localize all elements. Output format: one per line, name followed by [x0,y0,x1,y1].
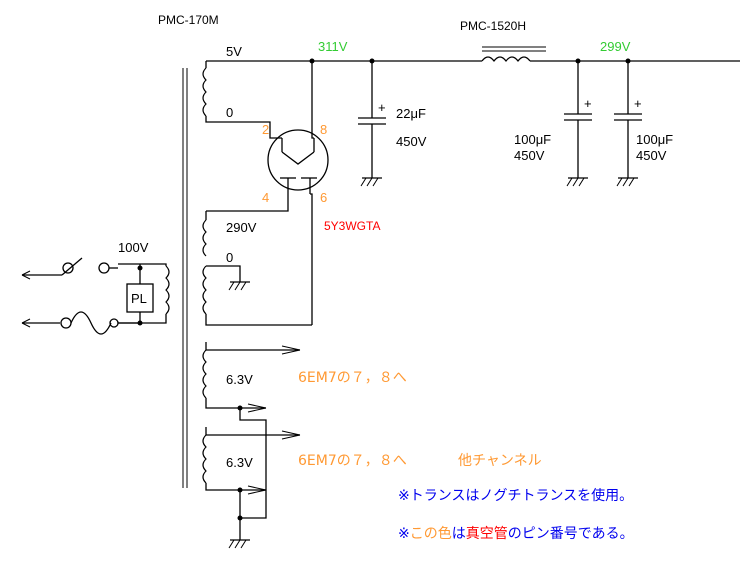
note-pin-colors: ※この色は真空管のピン番号である。 [398,525,634,542]
c2-value: 100μF [514,132,551,147]
pilot-lamp-label: PL [131,291,147,306]
junction-dot [237,487,243,493]
rectifier-tube [267,129,329,194]
ground-symbol [228,281,250,291]
tap-0b-label: 0 [226,250,233,265]
tube-label: 5Y3WGTA [324,219,380,233]
ground-symbol [616,177,638,187]
power-switch [21,257,118,280]
b-plus-rail [206,46,740,62]
ground-symbol [360,177,382,187]
winding-heater-2 [202,427,300,491]
c3-value: 100μF [636,132,673,147]
fuse [21,311,140,335]
tap-5v-label: 5V [226,44,242,59]
c2-plus: + [584,96,592,111]
b-plus-1-voltage: 311V [318,39,348,54]
note-2-mid: は [452,526,466,542]
pin-6-label: 6 [320,190,327,205]
c1-voltage: 450V [396,134,427,149]
ground-symbol [566,177,588,187]
capacitor-c3 [614,61,642,178]
junction-dot [237,515,243,521]
winding-5v [202,61,225,123]
winding-heater-1 [202,342,300,409]
heater-1-voltage: 6.3V [226,372,253,387]
c3-voltage: 450V [636,148,667,163]
junction-dot [137,320,143,326]
b-plus-2-voltage: 299V [600,39,631,54]
capacitor-c1 [358,61,386,178]
note-1-prefix: ※ [398,488,410,504]
note-1-text: トランスはノグチトランスを使用。 [410,487,633,504]
arrow-icon [247,403,267,413]
transformer-core [182,68,188,488]
other-channel-note: 他チャンネル [458,453,542,469]
c1-value: 22μF [396,106,426,121]
transformer-label: PMC-170M [158,13,219,27]
pin-4-label: 4 [262,190,269,205]
note-transformer: ※トランスはノグチトランスを使用。 [398,487,633,504]
junction-dot [237,405,243,411]
junction-dot [137,265,143,271]
primary-voltage: 100V [118,240,149,255]
heater-2-note: 6EM7の７，８へ [298,453,407,469]
heater-2-voltage: 6.3V [226,455,253,470]
tap-0a-label: 0 [226,105,233,120]
tap-290v-label: 290V [226,220,257,235]
choke-label: PMC-1520H [460,19,526,33]
heater-1-note: 6EM7の７，８へ [298,370,407,386]
note-2-rest: のピン番号である。 [508,526,634,542]
note-2-highlight: 真空管 [466,526,508,542]
c1-plus: + [378,100,386,115]
capacitor-c2 [564,61,592,178]
note-2-colored: この色 [410,525,452,542]
pin-2-label: 2 [262,122,269,137]
note-2-prefix: ※ [398,526,410,542]
c3-plus: + [634,96,642,111]
pin-8-label: 8 [320,122,327,137]
c2-voltage: 450V [514,148,545,163]
winding-290v [202,211,312,326]
ground-symbol [228,539,250,549]
